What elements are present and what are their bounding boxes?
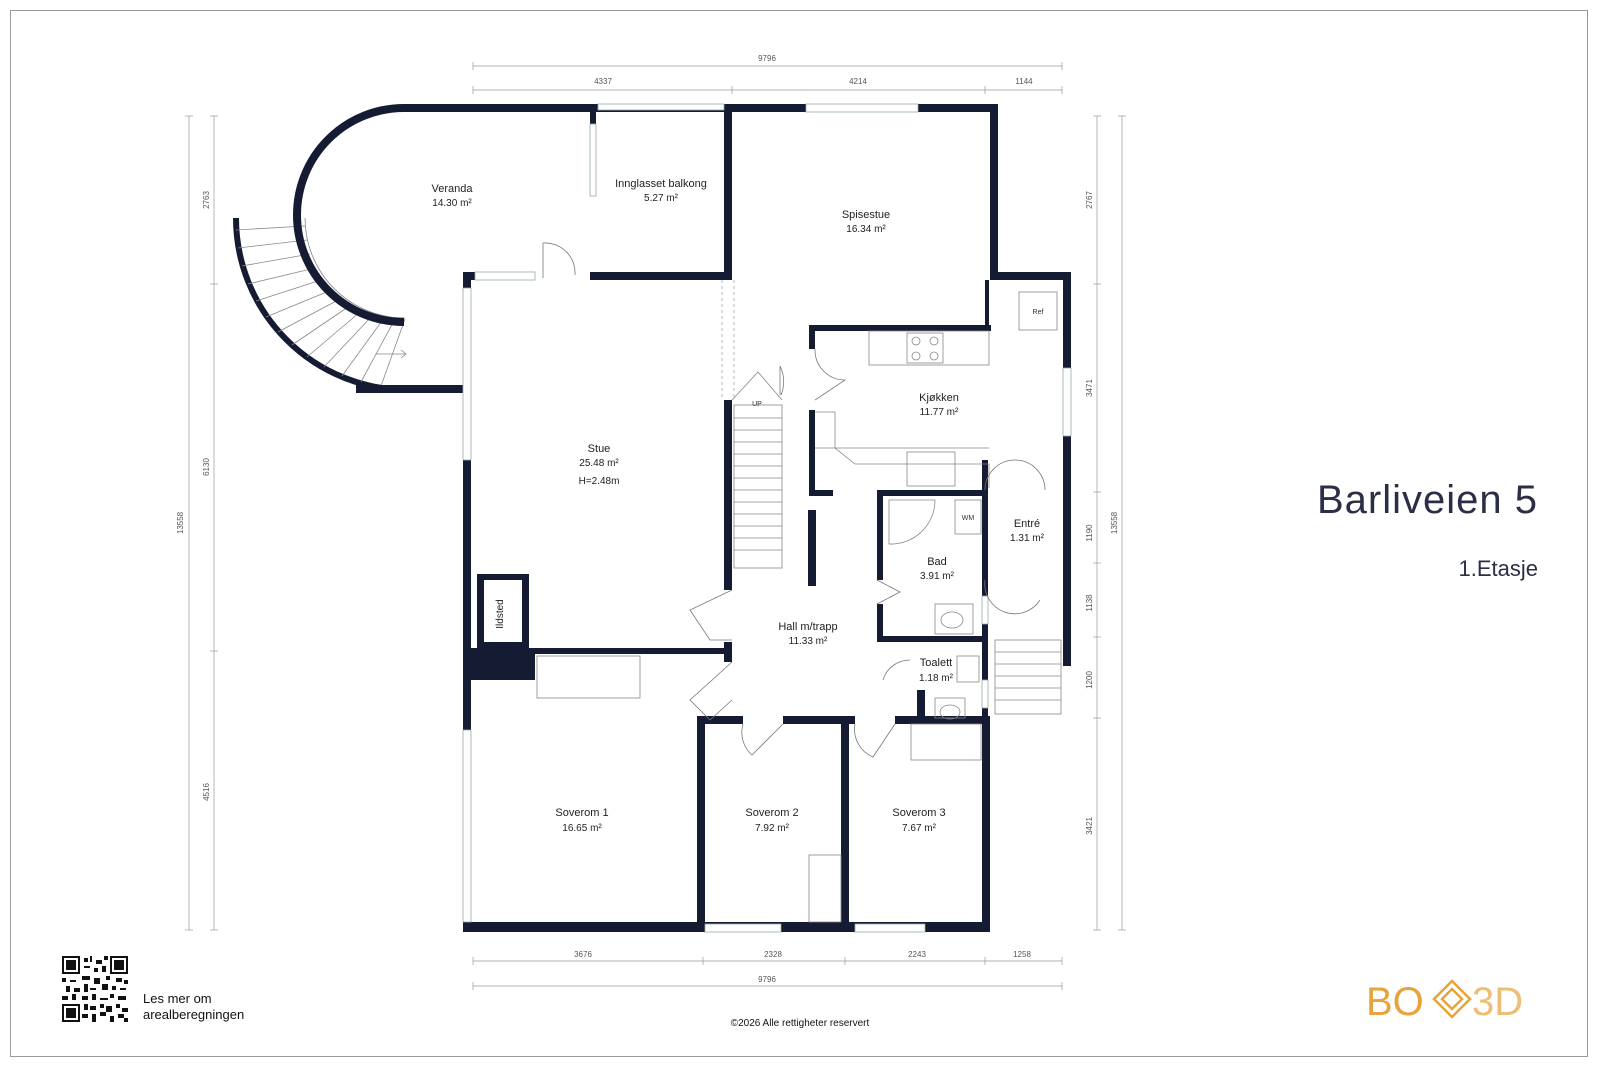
property-address: Barliveien 5: [1316, 478, 1538, 522]
room-stue-area: 25.48 m²: [579, 458, 619, 469]
dim-left-2: 6130: [202, 458, 211, 476]
kitchen-fixtures: Ref: [815, 291, 1058, 488]
room-hall-area: 11.33 m²: [789, 636, 828, 647]
room-soverom3-area: 7.67 m²: [902, 823, 937, 834]
doors: [542, 242, 1046, 758]
dim-right-3: 1190: [1085, 524, 1094, 542]
interior-stair: UP: [721, 280, 783, 569]
dim-right-total: 13558: [1110, 511, 1119, 534]
floor-label: 1.Etasje: [1458, 556, 1539, 581]
page-frame: [10, 10, 1588, 1057]
room-toalett-area: 1.18 m²: [919, 673, 954, 684]
dim-bottom-2: 2328: [764, 950, 782, 959]
stair-up-label: UP: [752, 401, 762, 408]
ildsted-label: Ildsted: [495, 599, 506, 628]
logo-right-text: 3D: [1472, 980, 1523, 1021]
dim-top-1: 4337: [594, 77, 612, 86]
dim-right-5: 1200: [1085, 671, 1094, 689]
dim-left-1: 2763: [202, 191, 211, 209]
room-spisestue-name: Spisestue: [842, 209, 890, 221]
bath-fixtures: WM: [888, 499, 982, 720]
copyright: ©2026 Alle rettigheter reservert: [730, 1018, 870, 1029]
dim-bottom-1: 3676: [574, 950, 592, 959]
room-kjokken-name: Kjøkken: [919, 392, 959, 404]
qr-caption-line2: arealberegningen: [143, 1007, 245, 1022]
room-labels: Veranda 14.30 m² Innglasset balkong 5.27…: [432, 178, 1045, 834]
qr-caption-line1: Les mer om: [143, 991, 212, 1006]
room-toalett-name: Toalett: [920, 657, 952, 669]
ref-label: Ref: [1033, 309, 1044, 316]
room-soverom1-name: Soverom 1: [555, 807, 608, 819]
dim-right-1: 2767: [1085, 191, 1094, 209]
room-balkong-name: Innglasset balkong: [615, 178, 707, 190]
room-hall-name: Hall m/trapp: [778, 621, 837, 633]
room-stue-name: Stue: [588, 443, 611, 455]
dim-top-total: 9796: [758, 54, 776, 63]
dimension-lines: 9796 4337 4214 1144 3676 2328 2243 1258 …: [176, 54, 1126, 990]
room-balkong-area: 5.27 m²: [644, 193, 679, 204]
dim-bottom-4: 1258: [1013, 950, 1031, 959]
logo-left-text: BO: [1366, 980, 1424, 1021]
dim-right-2: 3471: [1085, 379, 1094, 397]
room-soverom3-name: Soverom 3: [892, 807, 945, 819]
qr-caption[interactable]: Les mer om arealberegningen: [143, 991, 244, 1023]
dim-top-3: 1144: [1015, 77, 1033, 86]
dim-right-4: 1138: [1085, 594, 1094, 612]
room-spisestue-area: 16.34 m²: [846, 224, 886, 235]
room-entre-name: Entré: [1014, 518, 1040, 530]
room-veranda-area: 14.30 m²: [432, 198, 472, 209]
room-stue-height: H=2.48m: [579, 476, 620, 487]
logo-diamond-icon: [1432, 979, 1472, 1019]
room-soverom2-name: Soverom 2: [745, 807, 798, 819]
spiral-stair: [233, 217, 409, 393]
dim-right-6: 3421: [1085, 817, 1094, 835]
dim-top-2: 4214: [849, 77, 867, 86]
dim-bottom-total: 9796: [758, 975, 776, 984]
room-bad-name: Bad: [927, 556, 947, 568]
built-in-wardrobes: [536, 655, 982, 923]
room-veranda-name: Veranda: [432, 183, 474, 195]
bo3d-logo: BO 3D: [1366, 979, 1523, 1021]
room-soverom1-area: 16.65 m²: [562, 823, 602, 834]
dim-left-3: 4516: [202, 783, 211, 801]
qr-code-icon[interactable]: [62, 956, 128, 1022]
dim-bottom-3: 2243: [908, 950, 926, 959]
room-kjokken-area: 11.77 m²: [920, 407, 959, 418]
room-bad-area: 3.91 m²: [920, 571, 955, 582]
room-soverom2-area: 7.92 m²: [755, 823, 790, 834]
entry-steps: [994, 639, 1062, 715]
room-entre-area: 1.31 m²: [1010, 533, 1045, 544]
dim-left-total: 13558: [176, 511, 185, 534]
wm-label: WM: [962, 515, 975, 522]
windows: [462, 103, 1072, 933]
